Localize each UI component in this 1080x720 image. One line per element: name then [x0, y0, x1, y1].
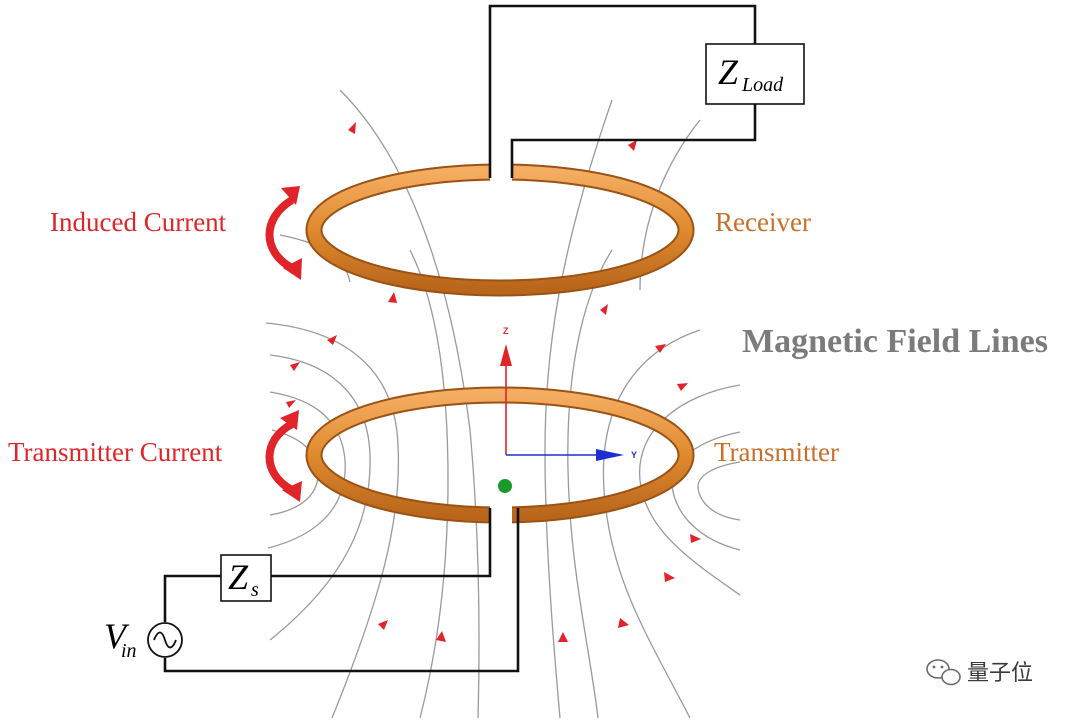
z-axis-label: Z [503, 326, 509, 336]
field-line [265, 322, 400, 719]
field-line [267, 391, 346, 549]
field-arrow [628, 140, 637, 151]
transmitter-current-label: Transmitter Current [8, 437, 223, 467]
y-axis-arrow [596, 449, 624, 461]
field-lines [265, 89, 741, 719]
field-arrow [618, 618, 629, 628]
transmitter-circuit: Z s V in [104, 508, 520, 673]
field-arrow [348, 122, 356, 134]
induced-current-label: Induced Current [50, 207, 227, 237]
field-arrow [677, 383, 688, 391]
field-line [544, 99, 613, 719]
field-arrow [655, 344, 666, 353]
field-arrow [286, 400, 296, 408]
field-line [697, 461, 741, 521]
field-line [567, 249, 613, 719]
source-impedance-subscript: s [251, 579, 259, 601]
field-arrow [290, 362, 300, 371]
x-axis-marker [498, 479, 512, 493]
transmitter-current-arrow [265, 410, 302, 502]
field-arrows [286, 122, 701, 642]
load-impedance-box [705, 43, 805, 105]
transmitter-label: Transmitter [714, 437, 839, 467]
induced-current-arrow [265, 186, 302, 280]
field-arrow [664, 572, 675, 582]
field-arrow [436, 631, 446, 642]
field-line [409, 249, 449, 719]
coordinate-axes: Z Y [498, 326, 637, 493]
magnetic-field-lines-label: Magnetic Field Lines [742, 323, 1048, 360]
field-arrow [327, 335, 337, 345]
field-arrow [690, 534, 701, 543]
load-impedance-symbol: Z [718, 52, 739, 92]
field-line [639, 384, 741, 596]
source-impedance-symbol: Z [228, 557, 249, 597]
source-voltage-symbol: V [104, 616, 130, 656]
field-line [269, 354, 371, 641]
transmitter-coil [305, 386, 695, 527]
z-axis-arrow [500, 344, 512, 366]
receiver-label: Receiver [715, 207, 811, 237]
load-impedance-subscript: Load [741, 74, 784, 96]
receiver-coil [305, 160, 695, 297]
receiver-circuit: Z Load [488, 4, 805, 178]
field-arrow [378, 620, 388, 630]
source-impedance-box [220, 554, 272, 602]
field-arrow [558, 632, 568, 642]
wechat-icon [926, 659, 961, 686]
source-voltage-subscript: in [121, 640, 137, 662]
field-line [602, 329, 701, 719]
watermark-text: 量子位 [967, 661, 1033, 686]
watermark: 量子位 [926, 659, 1033, 686]
y-axis-label: Y [631, 450, 637, 460]
field-arrow [388, 292, 397, 303]
field-arrow [600, 304, 608, 315]
